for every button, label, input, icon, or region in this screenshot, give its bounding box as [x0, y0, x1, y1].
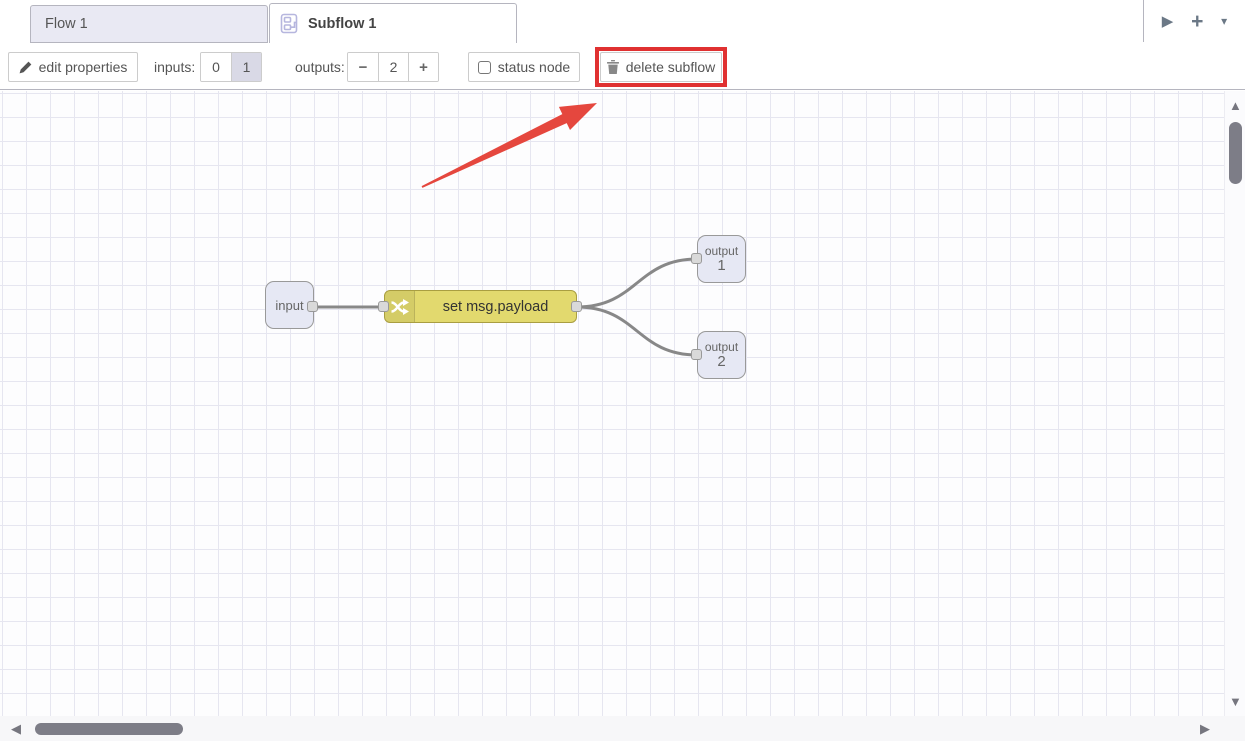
tab-menu-chevron-icon[interactable]: ▾ — [1221, 14, 1228, 28]
scroll-right-icon[interactable]: ▶ — [1200, 721, 1210, 736]
input-node-output-port[interactable] — [307, 301, 318, 312]
add-tab-icon[interactable]: + — [1191, 9, 1204, 33]
trash-icon — [606, 60, 619, 74]
output-1-number: 1 — [717, 256, 726, 274]
delete-subflow-label: delete subflow — [625, 59, 716, 75]
edit-properties-label: edit properties — [38, 59, 128, 75]
scroll-left-icon[interactable]: ◀ — [11, 721, 21, 736]
horizontal-scrollbar-thumb[interactable] — [35, 723, 183, 735]
inputs-option-1[interactable]: 1 — [231, 53, 261, 81]
tab-flow-1-label: Flow 1 — [45, 16, 88, 32]
subflow-output-node-1[interactable]: output 1 — [697, 235, 746, 283]
workspace-tab-bar: Flow 1 Subflow 1 ▶ + ▾ — [0, 0, 1245, 43]
change-node[interactable]: set msg.payload — [384, 290, 577, 323]
change-node-output-port[interactable] — [571, 301, 582, 312]
output-1-label: output — [704, 243, 739, 258]
output-1-input-port[interactable] — [691, 253, 702, 264]
change-node-icon-region — [385, 291, 415, 322]
subflow-toolbar: edit properties inputs: 0 1 outputs: − 2… — [0, 43, 1245, 90]
plus-icon: + — [419, 58, 428, 76]
outputs-count-value: 2 — [378, 53, 408, 81]
scrollbar-corner — [1224, 716, 1245, 741]
inputs-count-toggle: 0 1 — [200, 52, 262, 82]
input-node-label: input — [275, 297, 304, 313]
pencil-icon — [19, 61, 32, 74]
change-node-input-port[interactable] — [378, 301, 389, 312]
inputs-label: inputs: — [154, 59, 196, 75]
output-2-input-port[interactable] — [691, 349, 702, 360]
subflow-icon — [280, 13, 300, 34]
tab-scroll-icon[interactable]: ▶ — [1161, 13, 1174, 30]
vertical-scrollbar[interactable]: ▲ ▼ — [1224, 91, 1245, 716]
tab-bar-controls: ▶ + ▾ — [1143, 0, 1245, 42]
wire-layer — [313, 257, 698, 357]
output-2-number: 2 — [717, 352, 726, 370]
flow-canvas[interactable]: input set msg.payload output 1 output 2 — [0, 91, 1224, 716]
subflow-output-node-2[interactable]: output 2 — [697, 331, 746, 379]
delete-subflow-button[interactable]: delete subflow — [600, 52, 722, 82]
wire-change-to-output-2[interactable] — [576, 305, 698, 357]
status-node-checkbox[interactable] — [477, 60, 491, 74]
shuffle-icon — [390, 297, 410, 317]
status-node-button[interactable]: status node — [468, 52, 580, 82]
outputs-increase-button[interactable]: + — [408, 53, 438, 81]
wire-change-to-output-1[interactable] — [576, 257, 698, 309]
tab-subflow-1-label: Subflow 1 — [308, 15, 377, 32]
scroll-up-icon[interactable]: ▲ — [1229, 98, 1242, 113]
edit-properties-button[interactable]: edit properties — [8, 52, 138, 82]
subflow-input-node[interactable]: input — [265, 281, 314, 329]
outputs-label: outputs: — [295, 59, 345, 75]
tab-subflow-1[interactable]: Subflow 1 — [269, 3, 517, 43]
output-2-label: output — [704, 339, 739, 354]
minus-icon: − — [358, 58, 368, 76]
tab-flow-1[interactable]: Flow 1 — [30, 5, 268, 43]
scroll-down-icon[interactable]: ▼ — [1229, 694, 1242, 709]
horizontal-scrollbar[interactable]: ◀ ▶ — [0, 716, 1224, 741]
change-node-label: set msg.payload — [442, 298, 549, 315]
status-node-label: status node — [497, 59, 571, 75]
inputs-option-0[interactable]: 0 — [201, 53, 231, 81]
outputs-count-stepper: − 2 + — [347, 52, 439, 82]
outputs-decrease-button[interactable]: − — [348, 53, 378, 81]
vertical-scrollbar-thumb[interactable] — [1229, 122, 1242, 184]
